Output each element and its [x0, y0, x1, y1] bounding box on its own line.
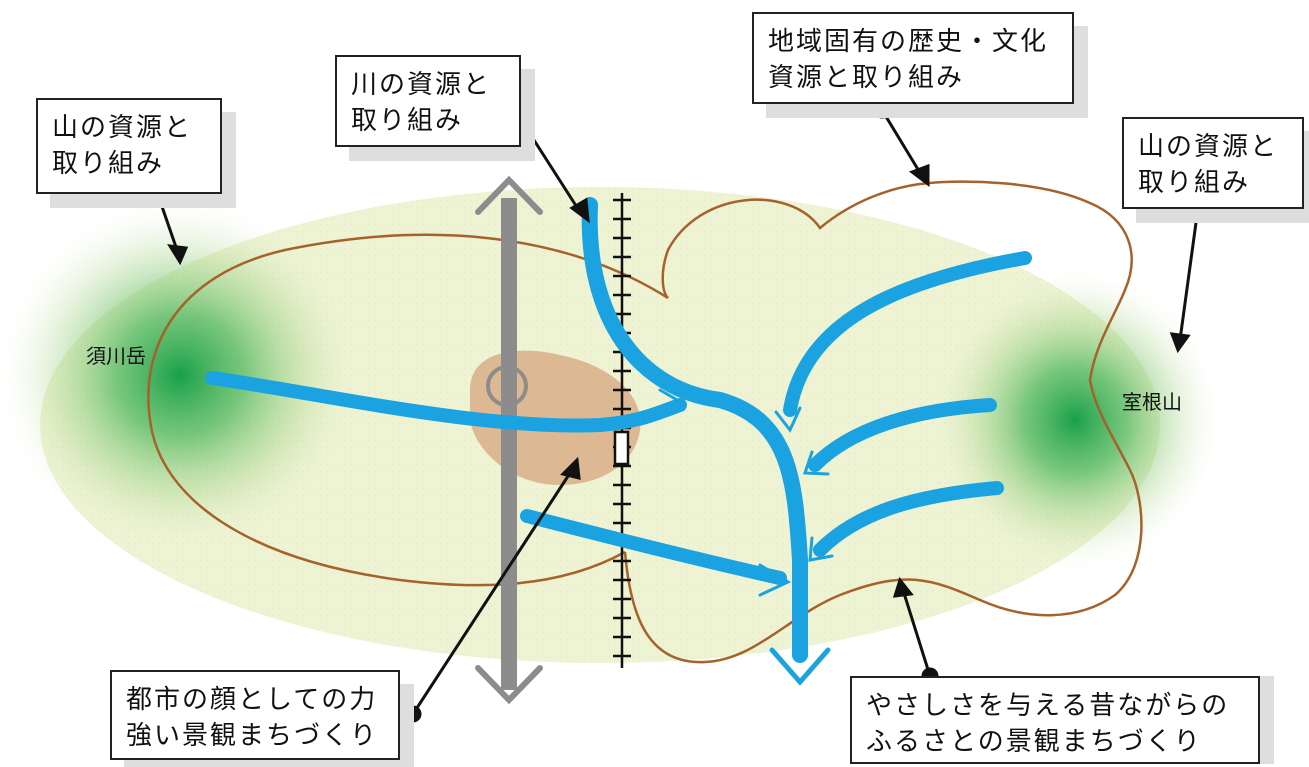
callout-history-culture: 地域固有の歴史・文化 資源と取り組み: [752, 12, 1074, 104]
callout-text-line2: 取り組み: [1138, 168, 1251, 198]
pointer-city-face: [404, 456, 581, 723]
left-mountain-forest: [0, 200, 360, 550]
callout-text-line2: ふるさとの景観まちづくり: [866, 727, 1202, 757]
callout-text-line2: 取り組み: [52, 149, 165, 179]
river-right-lower: [813, 481, 1004, 557]
callout-hometown: やさしさを与える昔ながらの ふるさとの景観まちづくり: [850, 676, 1260, 764]
callout-mountain-left: 山の資源と 取り組み: [36, 98, 222, 194]
river-right-upper: [783, 251, 1032, 417]
callout-text-line1: 都市の顔としての力: [126, 685, 378, 715]
pointer-lines: [149, 101, 1207, 723]
main-road: [475, 175, 543, 705]
river-lower-left: [520, 509, 787, 585]
callout-river: 川の資源と 取り組み: [335, 55, 521, 147]
left-mountain-label: 須川岳: [86, 344, 146, 368]
pointer-history: [873, 101, 930, 187]
river-main: [581, 197, 808, 663]
callout-text-line1: 山の資源と: [1138, 132, 1279, 162]
right-mountain-label: 室根山: [1122, 390, 1182, 414]
right-mountain-forest: [930, 270, 1220, 570]
river-right-middle: [808, 398, 997, 472]
city-zone-boundary: [147, 233, 669, 587]
flow-arrowheads: [658, 388, 834, 686]
callout-text-line1: やさしさを与える昔ながらの: [866, 691, 1230, 721]
hometown-zone-boundary: [623, 180, 1143, 664]
callout-text-line2: 資源と取り組み: [768, 63, 965, 93]
callout-city-face: 都市の顔としての力 強い景観まちづくり: [110, 670, 400, 760]
callout-text-line2: 強い景観まちづくり: [126, 721, 379, 751]
river-system: [205, 197, 1032, 663]
river-left-tributary: [205, 371, 687, 433]
callout-text-line1: 川の資源と: [351, 70, 492, 100]
callout-mountain-right: 山の資源と 取り組み: [1122, 117, 1304, 209]
callout-text-line1: 地域固有の歴史・文化: [768, 27, 1049, 57]
callout-text-line2: 取り組み: [351, 106, 464, 136]
interchange-icon: [486, 365, 528, 407]
callout-text-line1: 山の資源と: [52, 113, 193, 143]
station-icon: [613, 430, 630, 466]
